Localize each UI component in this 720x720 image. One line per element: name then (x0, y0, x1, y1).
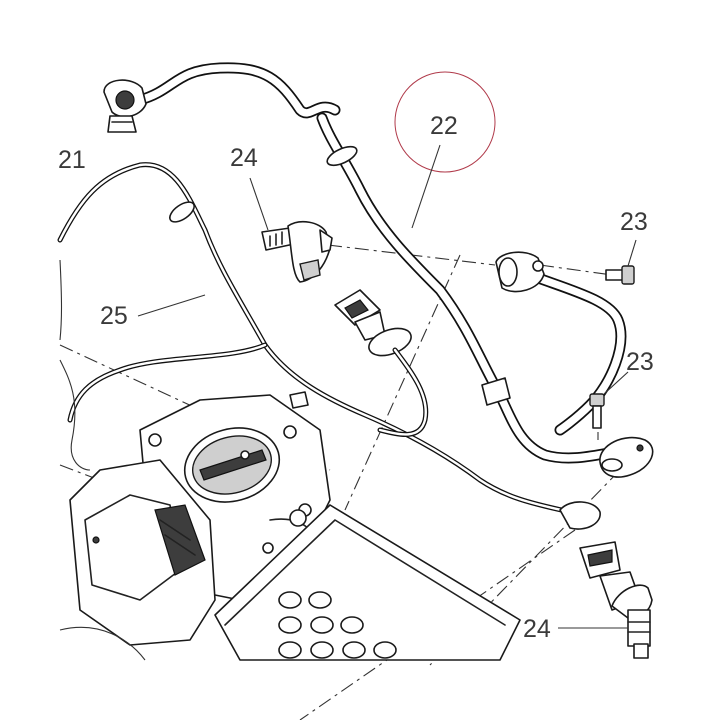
part-25-harness (57, 162, 601, 530)
throttle-body (69, 391, 331, 646)
callout-23-lower: 23 (626, 348, 654, 376)
callout-23-upper: 23 (620, 208, 648, 236)
part-23-bolt-lower (589, 393, 605, 429)
callout-25: 25 (100, 302, 128, 330)
highlight-circle (394, 71, 496, 173)
leader-lines (137, 144, 637, 629)
part-21-connector (103, 62, 341, 133)
callout-24-upper: 24 (230, 144, 258, 172)
callout-22: 22 (430, 112, 458, 140)
part-24-injector-lower (579, 541, 653, 659)
rail-connector (599, 436, 654, 478)
wiring-plug (334, 289, 412, 357)
ghost-outline (59, 259, 91, 471)
part-23-bolt-upper (605, 265, 635, 285)
part-24-injector-upper (261, 220, 333, 283)
part-22-hose (316, 112, 621, 464)
intake-manifold (59, 504, 521, 661)
callout-21: 21 (58, 146, 86, 174)
upper-fuel-line (495, 251, 627, 436)
callout-24-lower: 24 (523, 615, 551, 643)
